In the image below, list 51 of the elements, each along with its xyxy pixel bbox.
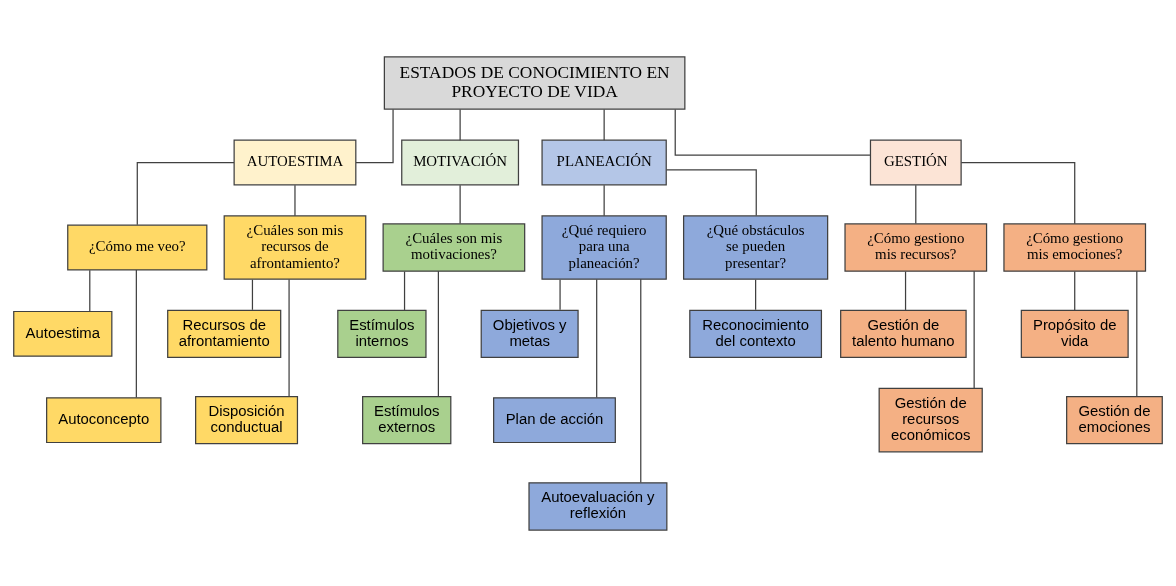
node-box: Plan de acción (493, 396, 616, 443)
connector (960, 161, 1076, 224)
node-box: ¿Cuáles son mis motivaciones? (382, 222, 526, 272)
node-box: Autoestima (13, 310, 113, 357)
node-box: PLANEACIÓN (541, 139, 667, 185)
connector (755, 278, 757, 310)
connector (1136, 270, 1138, 397)
node-box: GESTIÓN (869, 139, 962, 185)
node-box: Propósito de vida (1020, 309, 1129, 358)
connector (559, 278, 561, 310)
connector (603, 184, 605, 216)
connector (437, 270, 439, 397)
node-box: Autoevaluación y reflexión (528, 481, 668, 531)
connector (459, 108, 461, 141)
connector (665, 168, 757, 216)
node-box: ESTADOS DE CONOCIMIENTO EN PROYECTO DE VIDA (383, 55, 686, 110)
connector (904, 270, 907, 311)
node-box: ¿Cómo gestiono mis emociones? (1003, 222, 1147, 272)
connector (403, 270, 406, 311)
node-box: ¿Cómo me veo? (67, 224, 208, 271)
connector (355, 108, 394, 163)
node-box: ¿Cuáles son mis recursos de afrontamiento? (223, 214, 367, 280)
connector (596, 278, 598, 398)
node-box: Estímulos internos (337, 309, 427, 358)
connector (973, 270, 975, 389)
node-box: AUTOESTIMA (233, 139, 357, 185)
connector (136, 161, 235, 225)
connector (251, 278, 254, 310)
node-box: Gestión de emociones (1066, 395, 1163, 444)
node-box: Gestión de recursos económicos (878, 387, 983, 452)
connector (603, 108, 605, 141)
node-box: ¿Qué requiero para una planeación? (541, 214, 667, 280)
connector (294, 184, 296, 216)
connector (1074, 270, 1076, 311)
connector (640, 278, 642, 483)
connector (135, 269, 137, 398)
connector (288, 278, 290, 397)
node-box: ¿Cómo gestiono mis recursos? (844, 222, 988, 272)
node-box: ¿Qué obstáculos se pueden presentar? (683, 214, 829, 280)
connector (459, 184, 461, 224)
connector (915, 184, 917, 224)
node-box: Recursos de afrontamiento (167, 309, 282, 358)
node-box: Objetivos y metas (480, 309, 579, 358)
node-box: Gestión de talento humano (840, 309, 967, 358)
node-box: Disposición conductual (195, 395, 299, 444)
node-box: Estímulos externos (362, 395, 452, 444)
node-box: Autoconcepto (46, 396, 162, 443)
node-box: MOTIVACIÓN (401, 139, 520, 185)
connector (674, 108, 871, 156)
node-box: Reconocimiento del contexto (689, 309, 823, 358)
connector (89, 269, 91, 312)
